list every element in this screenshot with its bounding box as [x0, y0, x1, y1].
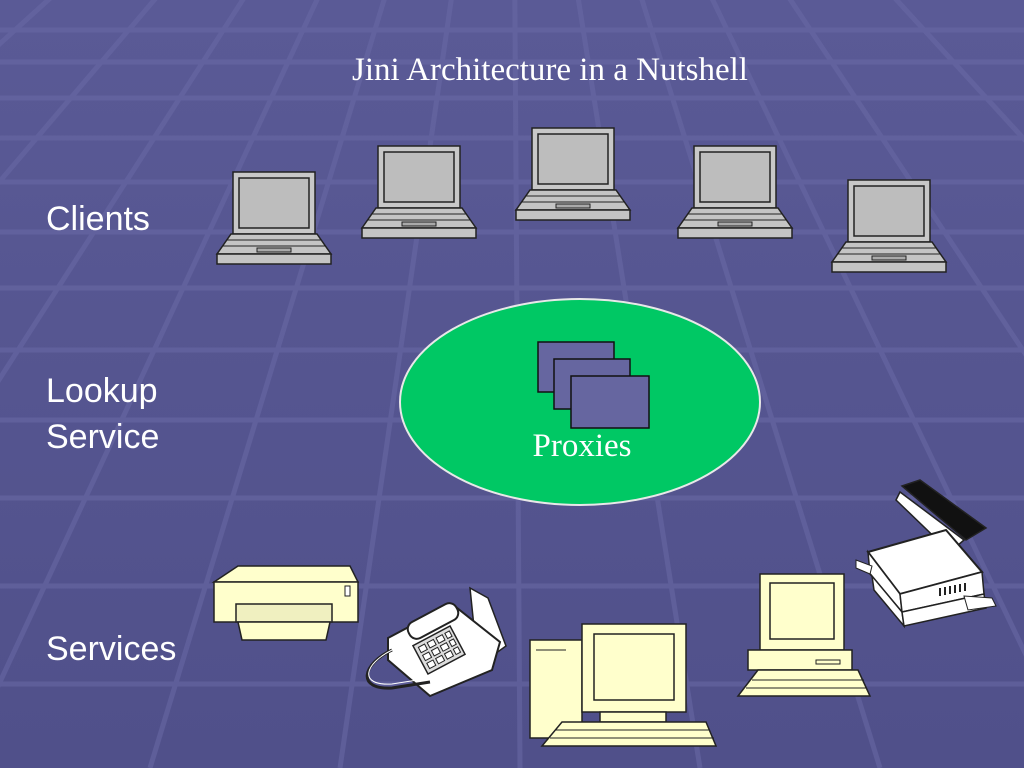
- proxy-stack: [537, 341, 650, 429]
- clients-label: Clients: [46, 200, 150, 238]
- client-laptop-1: [216, 171, 332, 265]
- client-laptop-3: [515, 127, 631, 221]
- slide-title: Jini Architecture in a Nutshell: [352, 52, 748, 88]
- desktop-computer-service-large: [529, 623, 718, 747]
- printer-service: [211, 565, 360, 641]
- client-laptop-5: [831, 179, 947, 273]
- lookup-service-label: Lookup Service: [46, 372, 160, 456]
- proxies-label: Proxies: [532, 428, 632, 464]
- client-laptop-2: [361, 145, 477, 239]
- scanner-copier-service: [855, 479, 997, 629]
- services-label: Services: [46, 630, 177, 668]
- fax-service: [365, 586, 507, 698]
- desktop-computer-service-small: [736, 573, 872, 697]
- client-laptop-4: [677, 145, 793, 239]
